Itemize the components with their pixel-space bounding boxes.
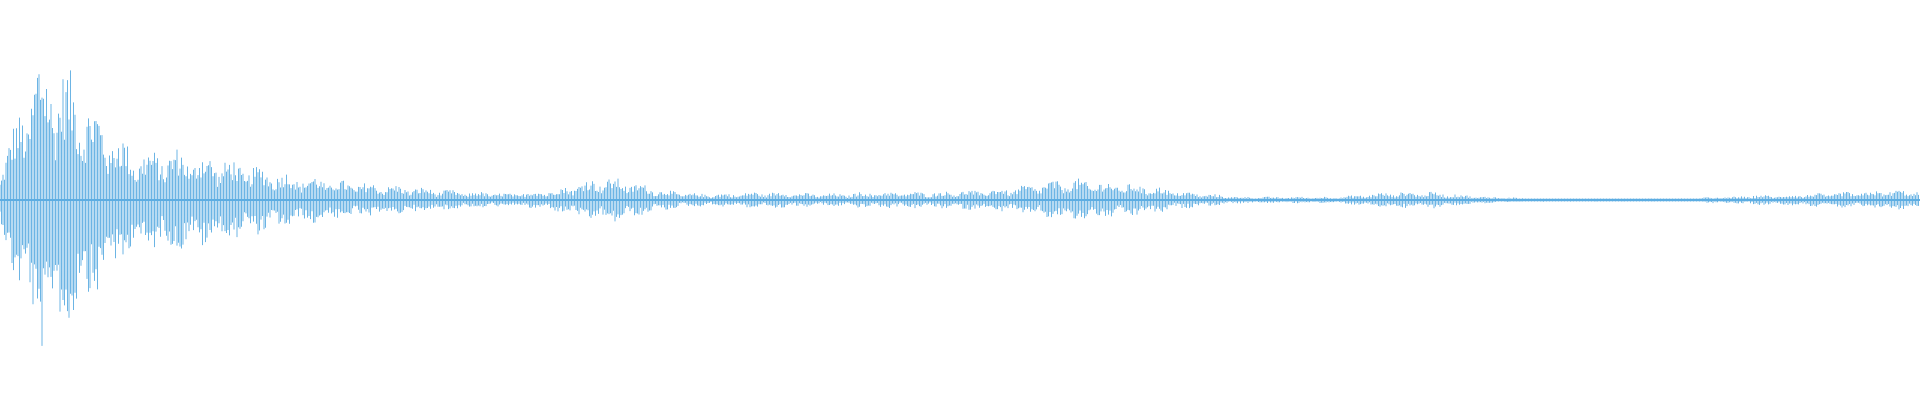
waveform-centerline bbox=[0, 199, 1920, 201]
waveform-path bbox=[0, 70, 1919, 346]
